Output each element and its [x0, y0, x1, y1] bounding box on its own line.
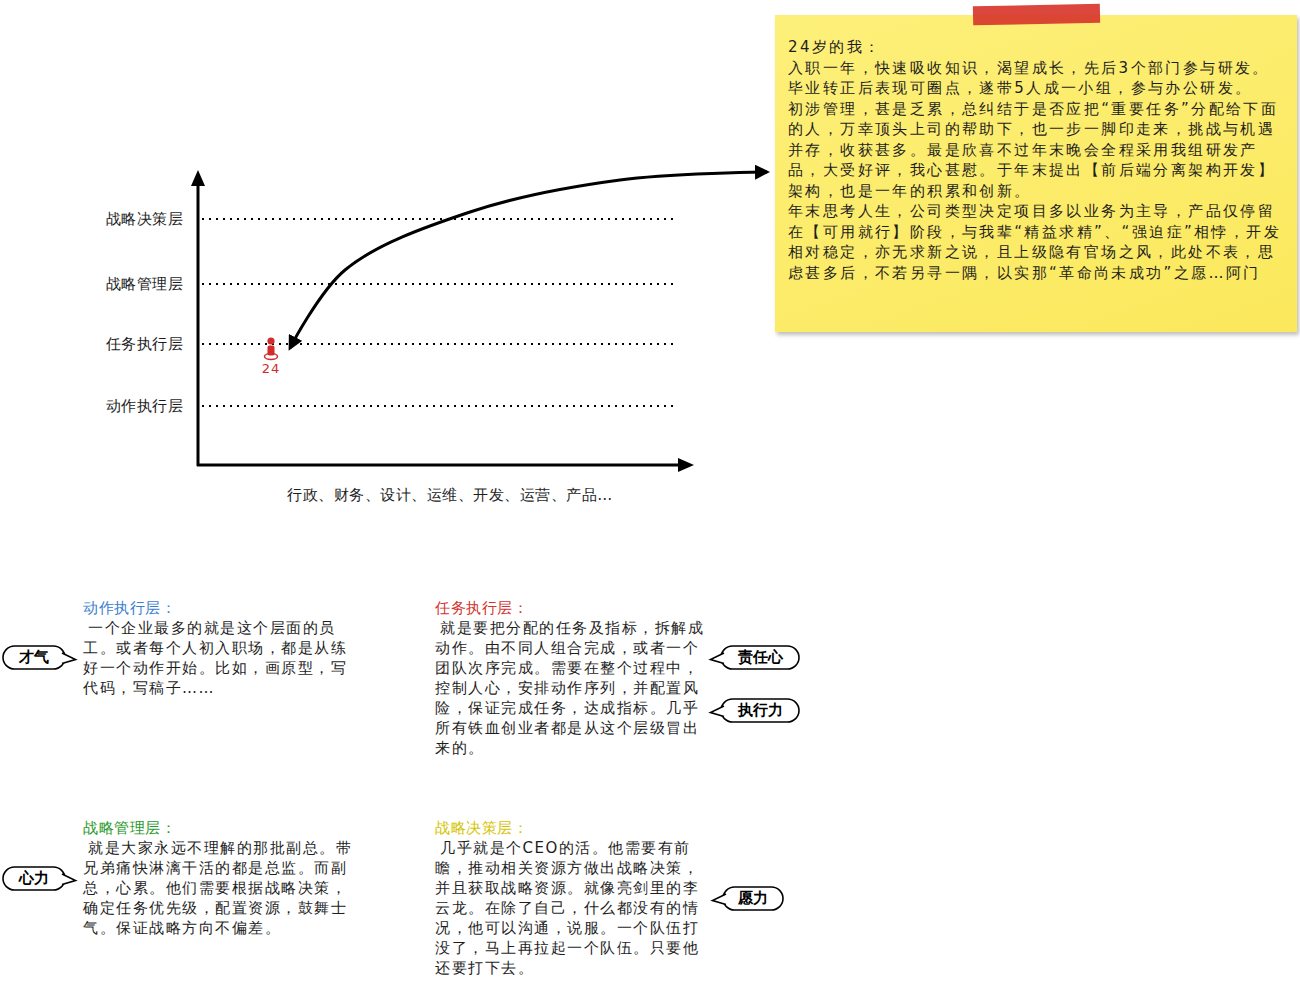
note-paragraph: 入职一年，快速吸收知识，渴望成长，先后3个部门参与研发。 — [788, 58, 1285, 79]
person-icon — [256, 336, 286, 361]
trait-label: 心力 — [19, 866, 49, 891]
level-description: 就是大家永远不理解的那批副总。带兄弟痛快淋漓干活的都是总监。而副总，心累。他们需… — [83, 838, 359, 938]
level-line — [202, 218, 676, 220]
level-heading: 动作执行层： — [83, 598, 363, 618]
axis-level-label: 任务执行层 — [40, 334, 183, 354]
bubble-body — [721, 646, 799, 669]
speech-bubble: 心力 — [2, 866, 76, 891]
curved-arrow — [290, 172, 767, 348]
bubble-tail — [713, 894, 727, 905]
bubble-tail-fill — [62, 874, 76, 885]
age-label: 24 — [256, 361, 286, 376]
speech-bubble: 愿力 — [712, 886, 784, 911]
trait-label: 愿力 — [738, 886, 768, 911]
note-heading: 24岁的我： — [788, 37, 1285, 58]
axis-level-label: 战略决策层 — [40, 209, 183, 229]
person-head — [267, 337, 274, 344]
dotted-levels — [202, 219, 676, 406]
level-description: 一个企业最多的就是这个层面的员工。或者每个人初入职场，都是从练好一个动作开始。比… — [83, 618, 359, 698]
note-paragraph: 毕业转正后表现可圈点，遂带5人成一小组，参与办公研发。 — [788, 78, 1285, 99]
speech-bubble: 才气 — [2, 645, 76, 670]
speech-bubble: 责任心 — [710, 645, 800, 670]
tape — [971, 2, 1103, 28]
level-heading: 战略决策层： — [435, 818, 705, 838]
bubble-tail-fill — [711, 706, 725, 717]
bubble-tail-fill — [711, 653, 725, 664]
bubble-tail — [62, 653, 76, 664]
y-axis — [197, 182, 200, 466]
sticky-note: 24岁的我：入职一年，快速吸收知识，渴望成长，先后3个部门参与研发。毕业转正后表… — [775, 15, 1297, 332]
level-heading: 任务执行层： — [435, 598, 705, 618]
note-paragraph: 年末思考人生，公司类型决定项目多以业务为主导，产品仅停留在【可用就行】阶段，与我… — [788, 201, 1285, 283]
bubble-body — [723, 887, 783, 910]
bubble-tail-fill — [713, 894, 727, 905]
axis-level-label: 战略管理层 — [40, 274, 183, 294]
axis-level-label: 动作执行层 — [40, 396, 183, 416]
bubble-body — [3, 867, 65, 890]
bubble-body — [721, 699, 799, 722]
axis-arrowhead — [678, 458, 694, 472]
x-axis — [197, 464, 682, 467]
bubble-tail — [711, 706, 725, 717]
location-ring — [265, 354, 278, 360]
trait-label: 执行力 — [738, 698, 783, 723]
speech-bubble: 执行力 — [710, 698, 800, 723]
person-marker: 24 — [256, 336, 286, 376]
trait-label: 责任心 — [738, 645, 783, 670]
trait-label: 才气 — [19, 645, 49, 670]
level-line — [202, 283, 676, 285]
level-description: 就是要把分配的任务及指标，拆解成动作。由不同人组合完成，或者一个团队次序完成。需… — [435, 618, 705, 758]
bubble-body — [3, 646, 65, 669]
axis-category-label: 行政、财务、设计、运维、开发、运营、产品… — [200, 485, 700, 505]
bubble-tail-fill — [62, 653, 76, 664]
level-heading: 战略管理层： — [83, 818, 363, 838]
level-line — [202, 405, 676, 407]
axis-arrowhead — [191, 170, 205, 186]
bubble-tail — [62, 874, 76, 885]
tape-strip — [973, 4, 1100, 26]
bubble-tail — [711, 653, 725, 664]
level-description: 几乎就是个CEO的活。他需要有前瞻，推动相关资源方做出战略决策，并且获取战略资源… — [435, 838, 705, 978]
note-paragraph: 初涉管理，甚是乏累，总纠结于是否应把“重要任务”分配给下面的人，万幸顶头上司的帮… — [788, 99, 1285, 202]
